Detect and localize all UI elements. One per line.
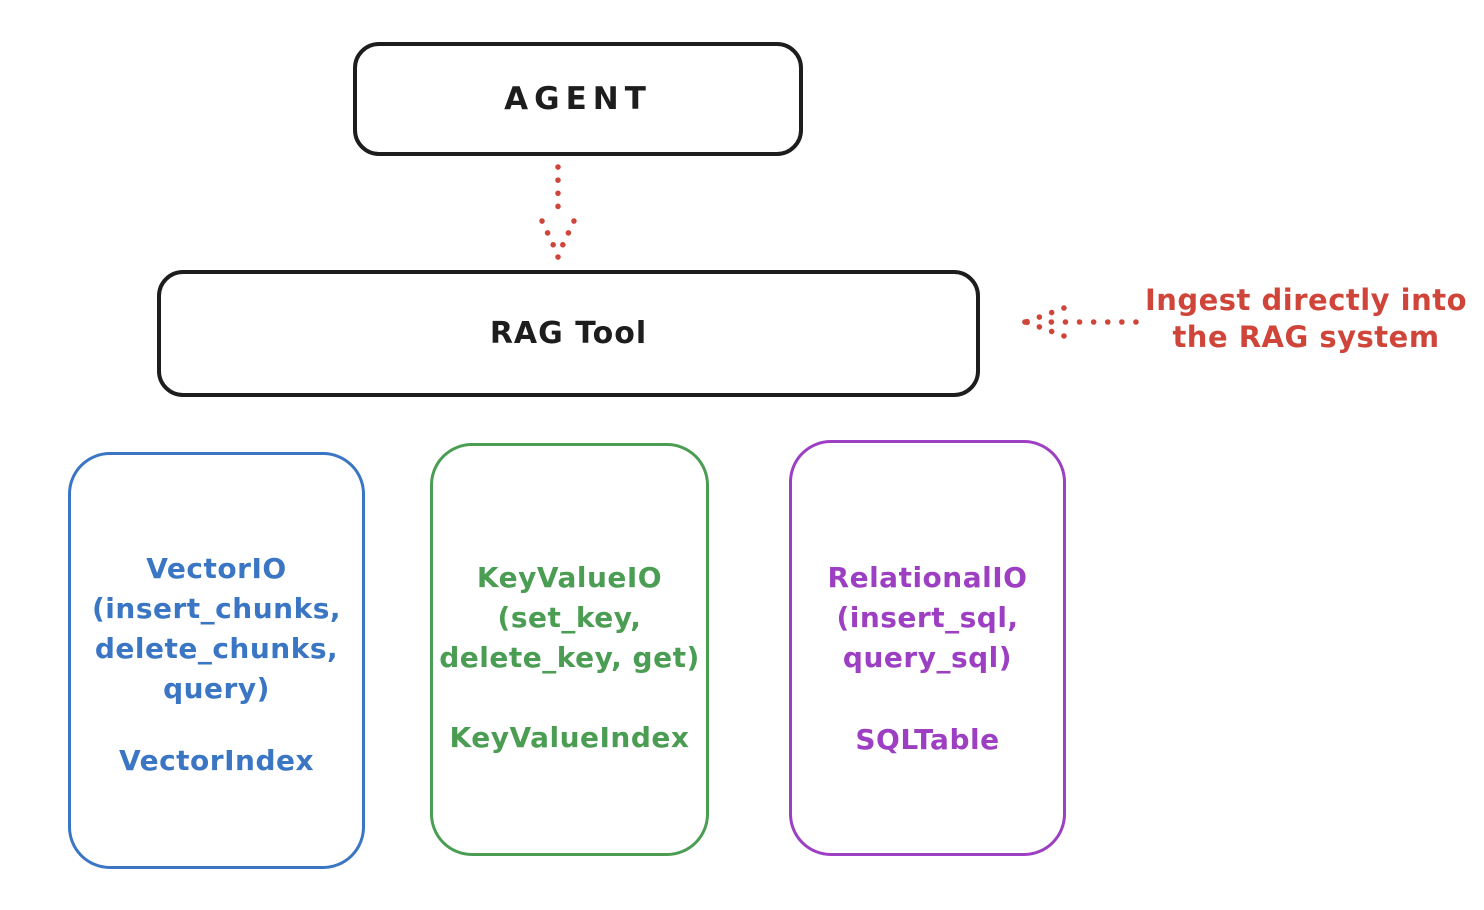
keyvalue-io-methods-line: (set_key, bbox=[497, 601, 642, 634]
vector-io-methods-line: query) bbox=[163, 672, 270, 705]
vector-io-title-line: VectorIO bbox=[146, 552, 287, 585]
ingest-annotation: Ingest directly into the RAG system bbox=[1138, 282, 1474, 356]
vector-io-box: VectorIO (insert_chunks, delete_chunks, … bbox=[68, 452, 365, 869]
keyvalue-io-title-line: KeyValueIO bbox=[476, 561, 663, 594]
keyvalue-io-methods-line: delete_key, get) bbox=[439, 641, 700, 674]
vector-index-label: VectorIndex bbox=[118, 744, 315, 777]
relational-io-box: RelationalIO (insert_sql, query_sql) SQL… bbox=[789, 440, 1066, 856]
ingest-annotation-line1: Ingest directly into bbox=[1144, 283, 1468, 317]
rag-tool-label: RAG Tool bbox=[489, 316, 648, 351]
keyvalue-index-label: KeyValueIndex bbox=[449, 721, 690, 754]
agent-box: AGENT bbox=[353, 42, 803, 156]
agent-to-rag-arrow bbox=[539, 164, 577, 260]
keyvalue-io-box: KeyValueIO (set_key, delete_key, get) Ke… bbox=[430, 443, 709, 856]
vector-io-methods-line: delete_chunks, bbox=[94, 632, 339, 665]
sql-table-label: SQLTable bbox=[855, 723, 1000, 756]
ingest-annotation-line2: the RAG system bbox=[1172, 320, 1440, 354]
relational-io-methods-line: query_sql) bbox=[842, 641, 1013, 674]
vector-io-methods-line: (insert_chunks, bbox=[92, 592, 341, 625]
relational-io-title-line: RelationalIO bbox=[827, 561, 1028, 594]
rag-tool-box: RAG Tool bbox=[157, 270, 980, 397]
relational-io-methods-line: (insert_sql, bbox=[836, 601, 1019, 634]
agent-label: AGENT bbox=[504, 81, 652, 117]
ingest-arrow bbox=[1022, 305, 1139, 339]
